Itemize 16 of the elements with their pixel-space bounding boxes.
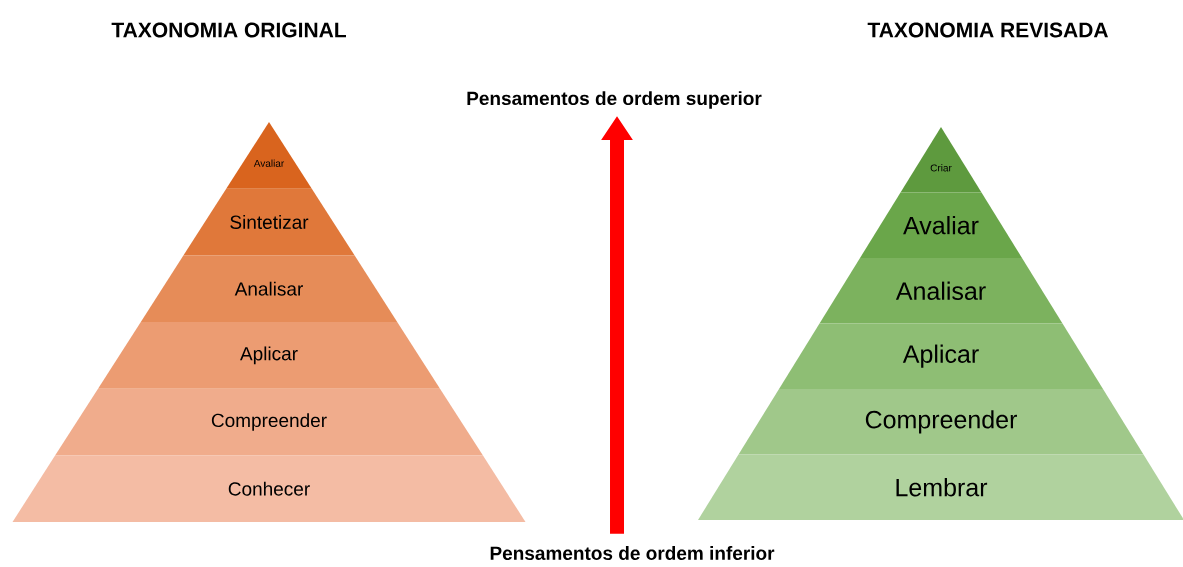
axis-caption: Pensamentos de ordem inferior: [490, 546, 775, 560]
pyramid-level: Avaliar: [860, 192, 1022, 258]
pyramid-level: Analisar: [819, 258, 1063, 324]
pyramid-level: Aplicar: [779, 323, 1103, 389]
pyramid-level: Analisar: [140, 255, 398, 322]
pyramid-level: Compreender: [55, 388, 483, 456]
pyramid-level: Criar: [900, 127, 982, 193]
axis-caption: Pensamentos de ordem superior: [467, 91, 762, 109]
pyramid-level: Compreender: [738, 389, 1144, 455]
pyramid-level: Avaliar: [226, 122, 312, 189]
pyramid-level: Lembrar: [698, 454, 1183, 520]
pyramid-level: Conhecer: [12, 455, 526, 522]
column-title: TAXONOMIA ORIGINAL: [111, 22, 346, 38]
pyramid-level: Sintetizar: [183, 188, 355, 256]
column-title: TAXONOMIA REVISADA: [867, 22, 1108, 38]
pyramid-level: Aplicar: [98, 322, 440, 389]
